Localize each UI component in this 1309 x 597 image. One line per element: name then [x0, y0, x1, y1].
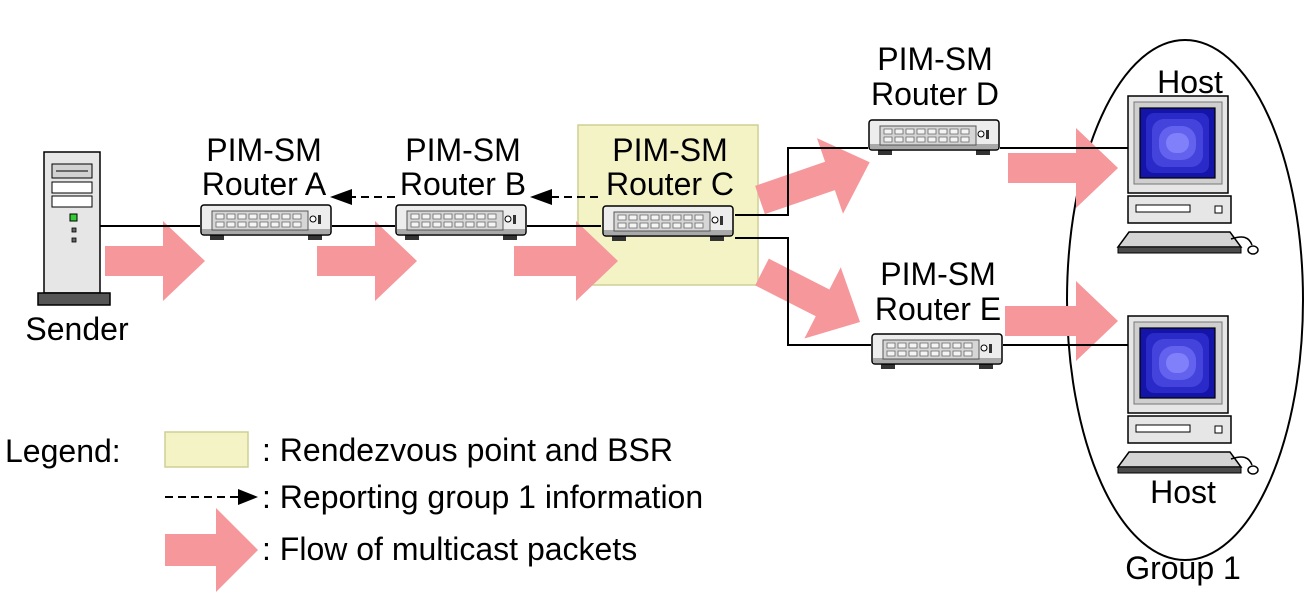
legend-flow-text: : Flow of multicast packets: [262, 531, 637, 567]
report-arrow-head: [330, 189, 352, 205]
router-d-type-label: PIM-SM: [877, 41, 993, 77]
group-label: Group 1: [1125, 550, 1241, 586]
legend-title: Legend:: [5, 433, 121, 469]
host-label: Host: [1150, 474, 1216, 510]
legend-rendezvous-swatch: [164, 431, 249, 468]
legend-flow-arrow-icon: [165, 508, 258, 592]
network-links: [100, 147, 1128, 346]
router-b-name-label: Router B: [400, 166, 526, 202]
flow-arrow-b-to-c: [514, 221, 618, 301]
router-e: PIM-SM Router E: [871, 256, 1003, 370]
legend-rendezvous-text: : Rendezvous point and BSR: [262, 432, 673, 468]
router-icon: [602, 205, 734, 242]
router-c-type-label: PIM-SM: [612, 132, 728, 168]
report-arrow-c-to-b: [530, 189, 598, 205]
router-b-type-label: PIM-SM: [405, 132, 521, 168]
computer-icon: [1117, 315, 1259, 475]
flow-arrow-e-to-host: [1005, 281, 1118, 361]
router-c-name-label: Router C: [606, 166, 734, 202]
computer-icon: [1117, 95, 1259, 255]
router-a: PIM-SM Router A: [200, 132, 332, 241]
flow-arrow-a-to-b: [317, 221, 417, 301]
legend: Legend: : Rendezvous point and BSR : Rep…: [5, 431, 703, 592]
router-a-name-label: Router A: [202, 166, 327, 202]
router-a-type-label: PIM-SM: [206, 132, 322, 168]
flow-arrow-c-to-e: [755, 258, 861, 339]
router-icon: [868, 119, 1000, 156]
flow-arrow-c-to-d: [755, 138, 870, 215]
flow-arrow-sender-to-a: [105, 221, 205, 301]
host-bottom: Host: [1117, 315, 1259, 510]
flow-arrow-d-to-host: [1008, 128, 1118, 208]
legend-dashed-arrow-icon: [165, 489, 258, 505]
link-c-to-d: [735, 147, 868, 216]
router-e-name-label: Router E: [875, 291, 1001, 327]
router-icon: [395, 204, 527, 241]
router-d-name-label: Router D: [871, 76, 999, 112]
router-c: PIM-SM Router C: [602, 132, 734, 242]
router-e-type-label: PIM-SM: [880, 256, 996, 292]
host-top: Host: [1117, 64, 1259, 255]
router-d: PIM-SM Router D: [868, 41, 1000, 156]
report-arrow-head: [530, 189, 552, 205]
sender-label: Sender: [25, 311, 129, 347]
multicast-flow-arrows: [105, 128, 1118, 361]
server-icon: [37, 151, 111, 306]
legend-reporting-text: : Reporting group 1 information: [262, 479, 703, 515]
router-icon: [200, 204, 332, 241]
link-c-to-e: [735, 237, 871, 346]
host-label: Host: [1157, 64, 1223, 100]
report-arrow-b-to-a: [330, 189, 395, 205]
sender: Sender: [25, 151, 129, 347]
router-b: PIM-SM Router B: [395, 132, 527, 241]
router-icon: [871, 333, 1003, 370]
group-1-boundary: [1066, 39, 1304, 561]
